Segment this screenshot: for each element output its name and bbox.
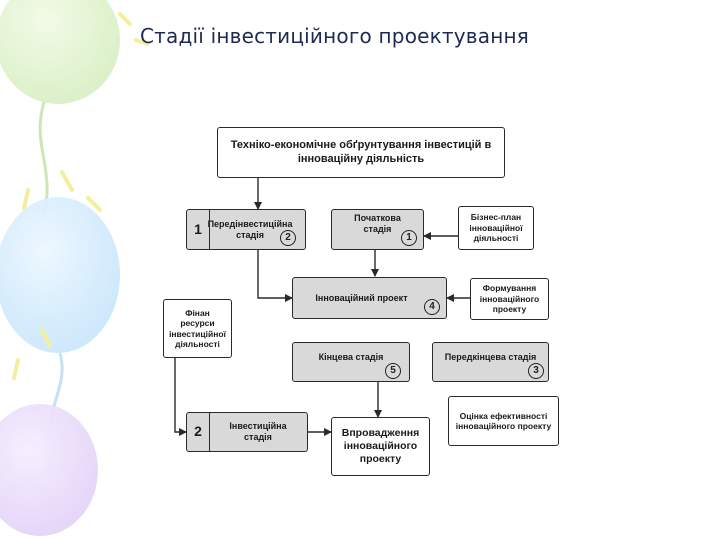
initial-stage-label: Початкова стадія: [354, 212, 401, 234]
badge-2: 2: [280, 230, 296, 246]
box-efficiency-evaluation: Оцінка ефективності інноваційного проект…: [448, 396, 559, 446]
box-pre-investment-stage: 1 Передінвестиційна стадія 2: [186, 209, 306, 250]
stage-number-1: 1: [187, 210, 210, 249]
final-stage-label: Кінцева стадія: [318, 351, 384, 362]
slide-title: Стадії інвестиційного проектування: [140, 24, 530, 48]
box-investment-stage: 2 Інвестиційна стадія: [186, 412, 308, 452]
box-initial-stage: Початкова стадія 1: [331, 209, 424, 250]
box-forming-project: Формування інноваційного проекту: [470, 278, 549, 320]
pre-investment-label: Передінвестиційна стадія: [207, 218, 293, 240]
yellow-sparkles: [12, 12, 150, 380]
business-plan-label: Бізнес-план інноваційної діяльності: [469, 212, 523, 244]
arrow-preinvestment-to-project: [257, 250, 293, 302]
stage-number-2: 2: [187, 413, 210, 451]
arrow-financial-to-investment: [174, 358, 187, 436]
badge-5: 5: [385, 363, 401, 379]
pre-final-stage-label: Передкінцева стадія: [444, 351, 537, 362]
innovation-project-label: Інноваційний проект: [315, 292, 408, 303]
box-final-stage: Кінцева стадія 5: [292, 342, 410, 382]
badge-1: 1: [401, 230, 417, 246]
financial-resources-label: Фінан ресурси інвестиційної діяльності: [169, 307, 226, 349]
box-pre-final-stage: Передкінцева стадія 3: [432, 342, 549, 382]
purple-balloon: [0, 404, 98, 536]
box-implementation: Впровадження інноваційного проекту: [331, 417, 430, 476]
badge-4: 4: [424, 299, 440, 315]
box-feasibility-study: Техніко-економічне обґрунтування інвести…: [217, 127, 505, 178]
badge-3: 3: [528, 363, 544, 379]
feasibility-study-label: Техніко-економічне обґрунтування інвести…: [230, 139, 492, 165]
implementation-label: Впровадження інноваційного проекту: [341, 427, 420, 465]
box-financial-resources: Фінан ресурси інвестиційної діяльності: [163, 299, 232, 358]
forming-project-label: Формування інноваційного проекту: [479, 283, 540, 315]
investment-stage-label: Інвестиційна стадія: [229, 421, 287, 442]
box-business-plan: Бізнес-план інноваційної діяльності: [458, 206, 534, 250]
box-innovation-project: Інноваційний проект 4: [292, 277, 447, 319]
efficiency-evaluation-label: Оцінка ефективності інноваційного проект…: [455, 410, 552, 431]
